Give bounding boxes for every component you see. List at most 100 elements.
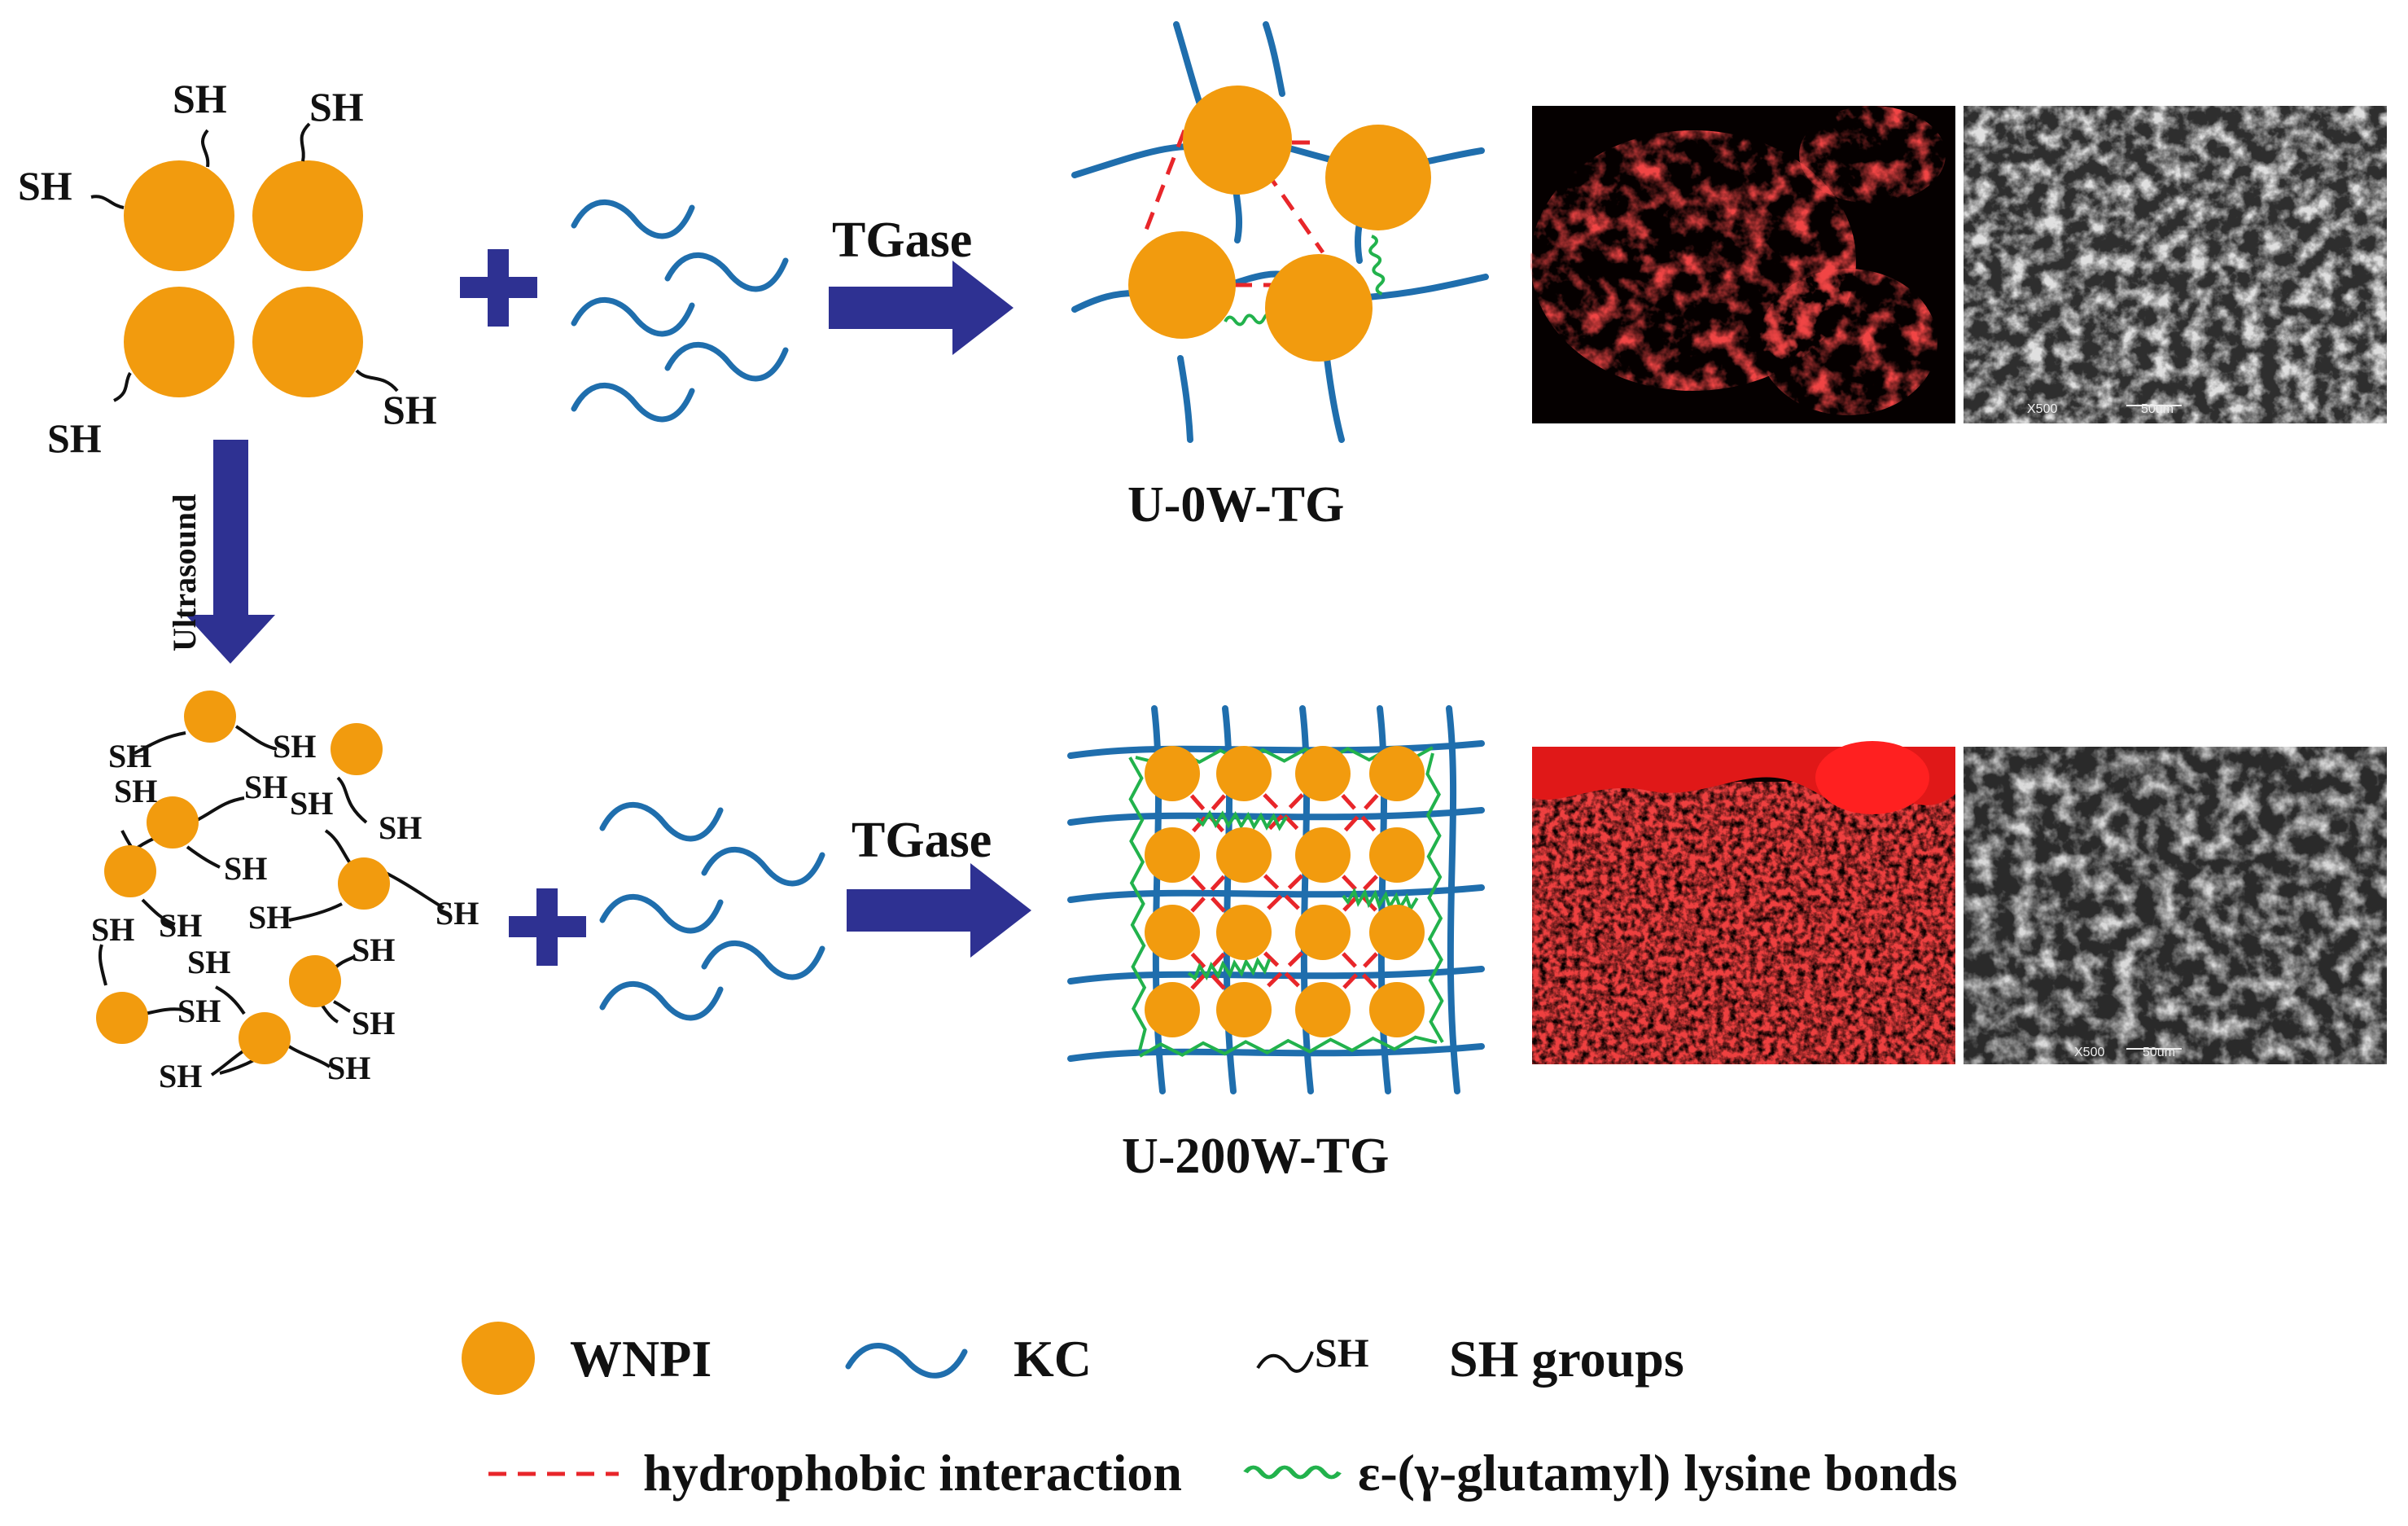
sh-label: SH	[379, 809, 422, 846]
sh-label: SH	[91, 911, 134, 948]
wnpi-aggregate-native: SH SH SH SH SH	[18, 76, 437, 461]
wnpi-particle	[96, 992, 148, 1044]
wnpi-particle	[289, 955, 341, 1007]
wnpi-particle	[124, 287, 234, 397]
wnpi-particle	[252, 287, 363, 397]
wnpi-particle	[1369, 982, 1425, 1037]
glutamyl-bond	[1187, 957, 1272, 981]
sh-label: SH	[187, 944, 230, 980]
wnpi-particle	[1128, 231, 1236, 339]
wnpi-particle	[1369, 905, 1425, 960]
glutamyl-bond	[1128, 756, 1147, 1051]
wnpi-particle	[239, 1012, 291, 1064]
sh-label: SH	[352, 932, 395, 968]
sh-label: SH	[436, 895, 479, 932]
legend-sh-swatch	[1256, 1351, 1314, 1373]
wnpi-particle	[1295, 746, 1351, 801]
tgase-arrow-top: TGase	[829, 213, 1014, 355]
sem-magnification: X500	[2027, 402, 2057, 416]
kc-fiber	[1067, 966, 1485, 984]
product-label-u0w: U-0W-TG	[1127, 477, 1344, 533]
sh-label: SH	[244, 769, 287, 805]
wnpi-particle	[1216, 905, 1272, 960]
confocal-image-u200w	[1532, 741, 1955, 1064]
legend-wnpi-swatch	[462, 1322, 535, 1395]
wnpi-particle	[1145, 827, 1200, 883]
wnpi-particle	[1216, 746, 1272, 801]
legend-kc-label: KC	[1014, 1330, 1092, 1388]
kc-chains-top	[574, 202, 786, 419]
legend-wnpi-label: WNPI	[570, 1330, 711, 1388]
legend-glutamyl-swatch	[1246, 1467, 1339, 1477]
confocal-image-u0w	[1530, 106, 1955, 423]
sh-label: SH	[177, 993, 221, 1029]
wnpi-particle	[1145, 982, 1200, 1037]
wnpi-particle	[1369, 746, 1425, 801]
wnpi-particle	[252, 160, 363, 271]
wnpi-particle	[1145, 746, 1200, 801]
kc-fiber	[1446, 705, 1460, 1094]
kc-fiber	[1067, 1043, 1485, 1062]
wnpi-dispersed-sonicated: SH SH SH SH SH SH SH SH SH SH SH SH SH S…	[91, 691, 479, 1094]
sh-label: SH	[383, 387, 437, 432]
ultrasound-label: Ultrasound	[166, 494, 203, 651]
plus-icon	[509, 888, 586, 966]
wnpi-particle	[124, 160, 234, 271]
wnpi-particle	[104, 845, 156, 897]
sh-label: SH	[273, 728, 316, 765]
legend: WNPI KC SH SH groups hydrophobic interac…	[462, 1322, 1957, 1502]
plus-icon	[460, 249, 537, 327]
glutamyl-bond	[1342, 887, 1419, 913]
wnpi-particle	[184, 691, 236, 743]
kc-chains-bottom	[602, 805, 822, 1018]
sh-label: SH	[290, 785, 333, 822]
wnpi-particle	[1295, 827, 1351, 883]
wnpi-particle	[338, 857, 390, 910]
product-label-u200w: U-200W-TG	[1122, 1129, 1389, 1184]
sem-scalebar-label: 50um	[2141, 402, 2174, 416]
sem-image-u0w: X500 50um	[1964, 106, 2387, 423]
legend-glutamyl-label: ε-(γ-glutamyl) lysine bonds	[1358, 1444, 1957, 1502]
sh-label: SH	[248, 899, 291, 936]
tgase-label-bottom: TGase	[852, 813, 992, 868]
wnpi-particle	[1369, 827, 1425, 883]
glutamyl-bond	[1425, 752, 1444, 1043]
wnpi-particle	[1216, 827, 1272, 883]
ultrasound-arrow: Ultrasound	[166, 440, 275, 664]
sem-scalebar-label: 50um	[2143, 1046, 2175, 1059]
sem-image-u200w: X500 50um	[1964, 747, 2387, 1064]
sem-magnification: X500	[2074, 1046, 2104, 1059]
wnpi-particle	[1325, 125, 1431, 230]
sh-label: SH	[47, 415, 102, 461]
tgase-label-top: TGase	[832, 213, 972, 268]
sh-label: SH	[352, 1005, 395, 1041]
sh-label: SH	[173, 76, 227, 121]
wnpi-particle	[1145, 905, 1200, 960]
legend-sh-groups-label: SH groups	[1449, 1330, 1684, 1388]
wnpi-particle	[331, 723, 383, 775]
glutamyl-bond	[1195, 809, 1288, 831]
sh-label: SH	[108, 738, 151, 774]
wnpi-particle	[1295, 982, 1351, 1037]
sh-label: SH	[309, 84, 364, 129]
legend-kc-swatch	[845, 1343, 968, 1379]
sh-label: SH	[18, 163, 72, 208]
wnpi-particle	[147, 796, 199, 849]
sh-label: SH	[159, 1058, 202, 1094]
network-u200w	[1067, 705, 1485, 1094]
sh-label: SH	[159, 907, 202, 944]
legend-sh-glyph: SH	[1315, 1330, 1369, 1375]
wnpi-particle	[1265, 254, 1373, 362]
wnpi-particle	[1183, 86, 1292, 195]
network-u0w: U-0W-TG	[1071, 21, 1489, 533]
sh-label: SH	[114, 773, 157, 809]
sh-label: SH	[327, 1050, 370, 1086]
legend-hydrophobic-label: hydrophobic interaction	[643, 1444, 1182, 1502]
sh-label: SH	[224, 850, 267, 887]
glutamyl-bond	[1139, 1035, 1438, 1058]
wnpi-particle	[1216, 982, 1272, 1037]
tgase-arrow-bottom: TGase	[847, 813, 1031, 958]
wnpi-particle	[1295, 905, 1351, 960]
kc-fiber	[1067, 884, 1485, 903]
